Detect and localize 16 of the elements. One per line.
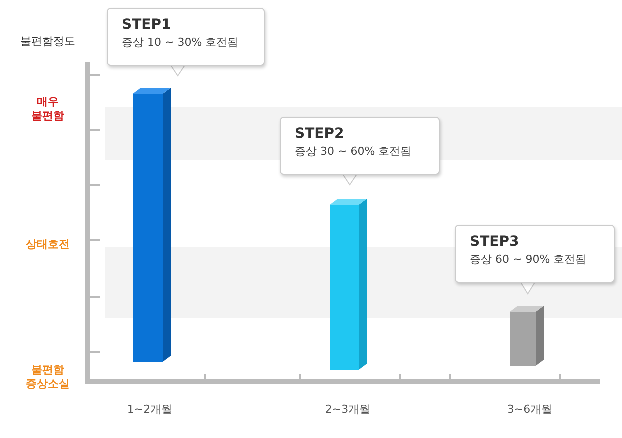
axis-label: 매우 불편함 <box>30 96 66 124</box>
callout-text: 증상 60 ~ 90% 호전됨 <box>470 252 588 267</box>
axis-label: 1~2개월 <box>127 402 173 418</box>
callout-bubble <box>107 8 265 66</box>
axis-label: 2~3개월 <box>325 402 371 418</box>
callout-bubble <box>455 225 615 283</box>
axis-label: 불편함 증상소실 <box>25 364 71 392</box>
axis-title: 불편함정도 <box>20 34 76 50</box>
step-title: STEP1 <box>122 17 172 33</box>
axis-label: 상태호전 <box>25 238 71 252</box>
callout-text: 증상 10 ~ 30% 호전됨 <box>122 35 240 50</box>
axis-label: 3~6개월 <box>507 402 553 418</box>
callout-bubble <box>280 117 440 175</box>
step-title: STEP2 <box>295 126 346 142</box>
callout-text: 증상 30 ~ 60% 호전됨 <box>295 144 413 159</box>
step-title: STEP3 <box>470 234 520 250</box>
